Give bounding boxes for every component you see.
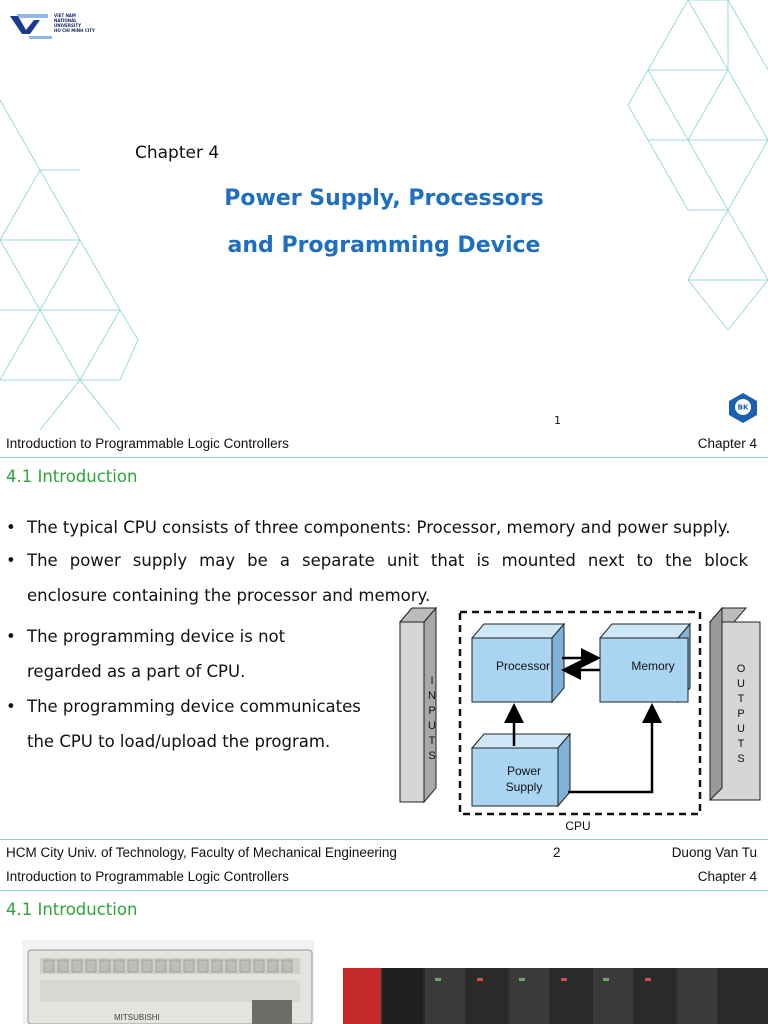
slide3-header-rule	[0, 890, 768, 891]
inputs-column: I N P U T S	[398, 606, 438, 804]
bullet-4-text-continued: the CPU to load/upload the program.	[27, 732, 331, 751]
triangle-pattern-left	[0, 99, 139, 430]
outputs-column: O U T P U T S	[708, 606, 761, 802]
power-supply-label-2: Supply	[506, 780, 543, 794]
arrow-power-to-memory	[568, 703, 662, 794]
memory-label: Memory	[631, 659, 674, 673]
bullet-1-text: The typical CPU consists of three compon…	[27, 518, 731, 537]
bullet-2-text-continued: enclosure containing the processor and m…	[27, 586, 431, 605]
slide2-header-left: Introduction to Programmable Logic Contr…	[6, 436, 289, 451]
outputs-letter: T	[738, 738, 745, 750]
title-slide: VIET NAM NATIONAL UNIVERSITY HO CHI MINH…	[0, 0, 768, 433]
compact-plc-photo: MITSUBISHI	[22, 940, 314, 1024]
outputs-letter: T	[738, 693, 745, 705]
processor-label: Processor	[496, 659, 550, 673]
bullet-dot: •	[6, 518, 16, 537]
plc-brand-text: MITSUBISHI	[114, 1013, 160, 1022]
slide2-footer-rule	[0, 839, 768, 840]
university-name: VIET NAM NATIONAL UNIVERSITY HO CHI MINH…	[54, 13, 95, 33]
outputs-letter: O	[737, 663, 746, 675]
triangle-pattern-right	[628, 0, 768, 330]
university-logo	[10, 14, 52, 39]
outputs-letter: U	[737, 678, 745, 690]
inputs-letter: S	[428, 750, 435, 762]
diagram-arrows	[504, 648, 662, 794]
outputs-letter: S	[737, 753, 744, 765]
bullet-4-text: The programming device communicates	[27, 697, 361, 716]
slide2-header-rule	[0, 457, 768, 458]
modular-plc-image	[343, 966, 768, 1024]
outputs-letter: U	[737, 723, 745, 735]
title-line-1: Power Supply, Processors	[224, 186, 544, 211]
outputs-letter: P	[737, 708, 744, 720]
slide2-section-title: 4.1 Introduction	[6, 467, 138, 486]
slide2-footer-right: Duong Van Tu	[671, 845, 757, 860]
bullet-2-text: The power supply may be a separate unit …	[27, 551, 748, 570]
bk-logo: BK	[729, 393, 757, 423]
bullet-dot: •	[6, 697, 16, 716]
slide2-header-right: Chapter 4	[697, 436, 757, 451]
title-line-2: and Programming Device	[227, 233, 541, 258]
cpu-block-diagram: I N P U T S Processor Memory Power Suppl…	[398, 606, 761, 833]
page-number: 1	[554, 414, 561, 427]
bullet-3-text: The programming device is not	[27, 627, 286, 646]
inputs-letter: T	[429, 735, 436, 747]
bullet-dot: •	[6, 627, 16, 646]
slide3-section-title: 4.1 Introduction	[6, 900, 138, 919]
compact-plc-image: MITSUBISHI	[22, 940, 314, 1024]
slide2-footer-page-number: 2	[553, 845, 561, 860]
inputs-letter: P	[428, 705, 435, 717]
chapter-label: Chapter 4	[135, 143, 220, 163]
power-supply-box: Power Supply	[470, 732, 572, 808]
slide2-footer-left: HCM City Univ. of Technology, Faculty of…	[6, 845, 397, 860]
inputs-letter: N	[428, 690, 436, 702]
inputs-letter: U	[428, 720, 436, 732]
processor-box: Processor	[470, 622, 566, 704]
slide3-header-left: Introduction to Programmable Logic Contr…	[6, 869, 289, 884]
inputs-letter: I	[430, 675, 433, 687]
cpu-boundary	[458, 610, 702, 816]
bullet-dot: •	[6, 551, 16, 570]
slide3-header-right: Chapter 4	[697, 869, 757, 884]
bullet-3-text-continued: regarded as a part of CPU.	[27, 662, 246, 681]
cpu-label: CPU	[565, 819, 590, 833]
modular-plc-photo	[343, 966, 768, 1024]
bk-logo-text: BK	[738, 404, 749, 412]
power-supply-label-1: Power	[507, 764, 541, 778]
memory-box: Memory	[598, 622, 692, 704]
